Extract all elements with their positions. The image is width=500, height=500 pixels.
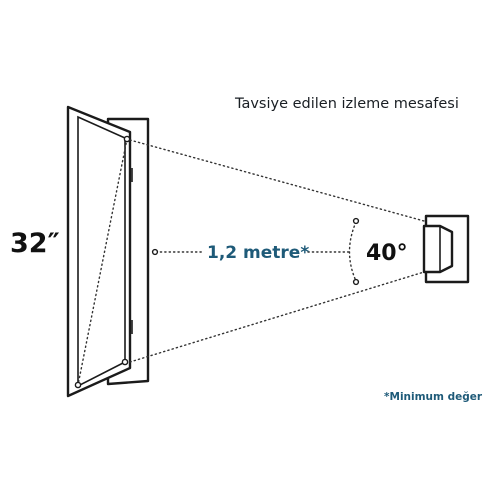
- viewer-eye: [422, 214, 470, 284]
- diagram-title: Tavsiye edilen izleme mesafesi: [234, 96, 459, 112]
- screen-size-label: 32″: [10, 228, 60, 259]
- cone-top-line: [129, 139, 425, 222]
- viewing-cone: [129, 139, 425, 363]
- footnote: *Minimum değer: [384, 391, 483, 403]
- tv-monitor: [66, 105, 150, 398]
- distance-label: 1,2 metre*: [207, 243, 309, 263]
- distance-start-node: [151, 248, 159, 256]
- cone-bottom-line: [129, 271, 425, 363]
- angle-arc: [348, 221, 357, 282]
- angle-arc-bottom-node: [352, 278, 360, 286]
- viewer-box-inner: [422, 224, 454, 274]
- angle-arc-top-node: [352, 217, 360, 225]
- screen-corner-bottom-left: [74, 381, 82, 389]
- screen-corner-bottom: [121, 358, 129, 366]
- angle-label: 40°: [366, 241, 408, 266]
- tv-bezel: [66, 105, 132, 398]
- screen-corner-top: [123, 135, 131, 143]
